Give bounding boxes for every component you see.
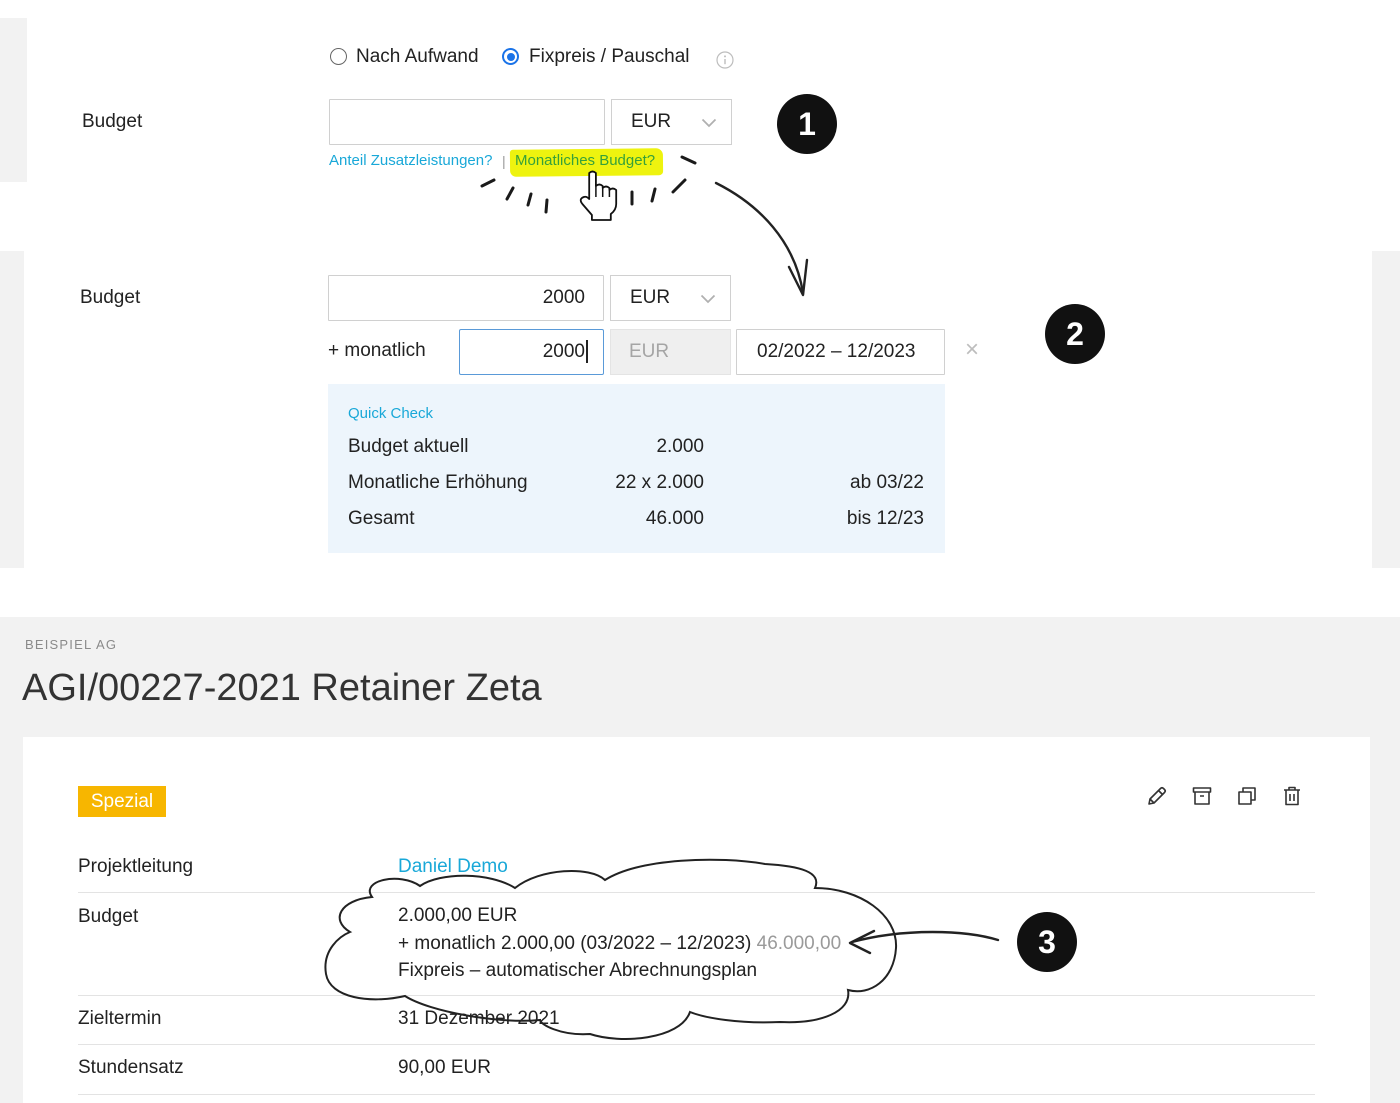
currency-select[interactable]: EUR (611, 99, 732, 145)
hourly-rate-value: 90,00 EUR (398, 1057, 491, 1078)
text-caret (586, 340, 588, 363)
budget-billing-mode: Fixpreis – automatischer Abrechnungsplan (398, 960, 758, 981)
radio-label-nach-aufwand[interactable]: Nach Aufwand (356, 46, 479, 67)
row-divider (78, 1044, 1315, 1045)
step1-side-strip (0, 18, 27, 182)
delete-button[interactable] (1280, 784, 1304, 808)
copy-icon (1238, 787, 1256, 805)
detail-label-budget: Budget (78, 906, 139, 927)
step2-right-strip (1372, 251, 1400, 568)
due-date-value: 31 Dezember 2021 (398, 1008, 560, 1029)
status-badge: Spezial (78, 786, 166, 817)
row-divider (78, 1094, 1315, 1095)
trash-icon (1284, 786, 1300, 806)
step-marker-3: 3 (1017, 912, 1077, 972)
budget-monthly-total: 46.000,00 (756, 932, 842, 954)
budget-input[interactable] (328, 275, 604, 321)
detail-label-lead: Projektleitung (78, 856, 194, 877)
detail-label-due-date: Zieltermin (78, 1008, 162, 1029)
archive-icon (1192, 787, 1212, 805)
radio-nach-aufwand[interactable] (330, 48, 347, 65)
monthly-label: + monatlich (328, 340, 426, 361)
quick-check-value: 46.000 (645, 508, 704, 529)
monthly-currency-value: EUR (629, 341, 670, 362)
link-separator: | (502, 153, 506, 169)
quick-check-label: Budget aktuell (348, 436, 469, 457)
step-marker-2: 2 (1045, 304, 1105, 364)
project-lead-link[interactable]: Daniel Demo (398, 856, 508, 877)
budget-label: Budget (82, 111, 143, 132)
budget-monthly-line: + monatlich 2.000,00 (03/2022 – 12/2023)… (398, 930, 841, 958)
quick-check-row: Monatliche Erhöhung 22 x 2.000 ab 03/22 (328, 471, 945, 495)
quick-check-panel: Quick Check Budget aktuell 2.000 Monatli… (328, 384, 945, 553)
clear-date-button[interactable]: × (965, 336, 980, 363)
extra-services-link[interactable]: Anteil Zusatzleistungen? (329, 152, 493, 169)
step2-left-strip (0, 251, 24, 568)
quick-check-label: Monatliche Erhöhung (348, 472, 528, 493)
quick-check-label: Gesamt (348, 508, 415, 529)
pencil-icon (1148, 786, 1167, 805)
client-name: BEISPIEL AG (25, 637, 118, 652)
radio-fixpreis[interactable] (502, 48, 519, 65)
chevron-down-icon (701, 118, 717, 128)
currency-select[interactable]: EUR (610, 275, 731, 321)
budget-label: Budget (80, 287, 141, 308)
quick-check-row: Gesamt 46.000 bis 12/23 (328, 507, 945, 531)
duplicate-button[interactable] (1235, 784, 1259, 808)
date-range-input[interactable] (736, 329, 945, 375)
page-title: AGI/00227-2021 Retainer Zeta (22, 667, 542, 709)
project-detail-card: Spezial Projektleitung Daniel Demo Budge… (23, 737, 1370, 1103)
currency-value: EUR (630, 287, 671, 308)
detail-label-hourly-rate: Stundensatz (78, 1057, 184, 1078)
step-marker-1: 1 (777, 94, 837, 154)
currency-value: EUR (631, 111, 672, 132)
hand-cursor-icon (579, 170, 618, 221)
budget-value-block: 2.000,00 EUR + monatlich 2.000,00 (03/20… (398, 902, 841, 985)
quick-check-note: bis 12/23 (846, 508, 924, 529)
budget-input[interactable] (329, 99, 605, 145)
chevron-down-icon (700, 294, 716, 304)
row-divider (78, 995, 1315, 996)
archive-button[interactable] (1190, 784, 1214, 808)
quick-check-note: ab 03/22 (850, 472, 924, 493)
quick-check-value: 22 x 2.000 (615, 472, 704, 493)
quick-check-value: 2.000 (656, 436, 704, 457)
quick-check-title: Quick Check (348, 405, 434, 422)
budget-monthly: + monatlich 2.000,00 (03/2022 – 12/2023) (398, 932, 752, 954)
budget-amount: 2.000,00 EUR (398, 905, 518, 926)
monthly-budget-link[interactable]: Monatliches Budget? (515, 152, 656, 169)
row-divider (78, 892, 1315, 893)
edit-button[interactable] (1145, 784, 1169, 808)
monthly-currency-select: EUR (610, 329, 731, 375)
radio-label-fixpreis[interactable]: Fixpreis / Pauschal (529, 46, 690, 67)
info-icon[interactable] (716, 51, 734, 69)
monthly-amount-input[interactable] (459, 329, 604, 375)
quick-check-row: Budget aktuell 2.000 (328, 435, 945, 459)
